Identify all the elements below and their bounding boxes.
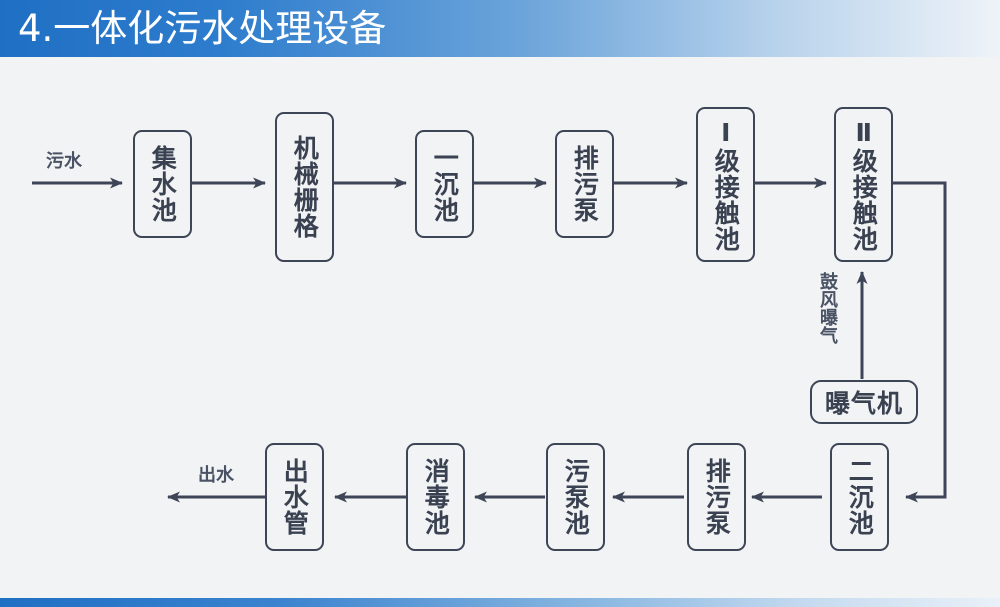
footer-bar <box>0 598 1000 607</box>
node-label: 二沉池 <box>845 458 875 536</box>
outlet-label: 出水 <box>198 465 234 486</box>
node-label: 集水池 <box>148 145 178 223</box>
node-label: 消毒池 <box>421 458 451 536</box>
flow-diagram: 污水 出水 鼓风曝气 集水池 机械栅格 一沉池 排污泵 Ⅰ级接触池 Ⅱ级接触池 … <box>0 57 1000 598</box>
node-outlet-pipe[interactable]: 出水管 <box>265 443 324 551</box>
node-aerator[interactable]: 曝气机 <box>810 380 918 424</box>
node-collect-tank[interactable]: 集水池 <box>133 130 192 238</box>
inlet-label: 污水 <box>46 151 82 172</box>
node-primary-tank[interactable]: 一沉池 <box>415 130 474 238</box>
node-label: 出水管 <box>280 458 310 536</box>
title-bar: 4.一体化污水处理设备 <box>0 0 1000 57</box>
node-label: Ⅱ级接触池 <box>849 117 879 252</box>
node-label: 曝气机 <box>824 389 903 418</box>
node-disinfect-tank[interactable]: 消毒池 <box>406 443 465 551</box>
node-sewage-pump-1[interactable]: 排污泵 <box>555 130 614 238</box>
node-mech-grille[interactable]: 机械栅格 <box>275 112 334 262</box>
node-contact-tank-1[interactable]: Ⅰ级接触池 <box>696 107 755 262</box>
node-label: 污泵池 <box>561 458 591 536</box>
aeration-label: 鼓风曝气 <box>817 272 838 344</box>
node-label: 一沉池 <box>430 145 460 223</box>
node-sludge-pump-tank[interactable]: 污泵池 <box>546 443 605 551</box>
page-title: 4.一体化污水处理设备 <box>18 7 387 50</box>
node-label: Ⅰ级接触池 <box>711 117 741 252</box>
node-sewage-pump-2[interactable]: 排污泵 <box>687 443 746 551</box>
node-label: 排污泵 <box>702 458 732 536</box>
node-contact-tank-2[interactable]: Ⅱ级接触池 <box>834 107 893 262</box>
node-label: 机械栅格 <box>290 135 320 239</box>
node-secondary-tank[interactable]: 二沉池 <box>830 443 889 551</box>
arrow-contact2-to-secondary <box>889 181 947 503</box>
node-label: 排污泵 <box>570 145 600 223</box>
